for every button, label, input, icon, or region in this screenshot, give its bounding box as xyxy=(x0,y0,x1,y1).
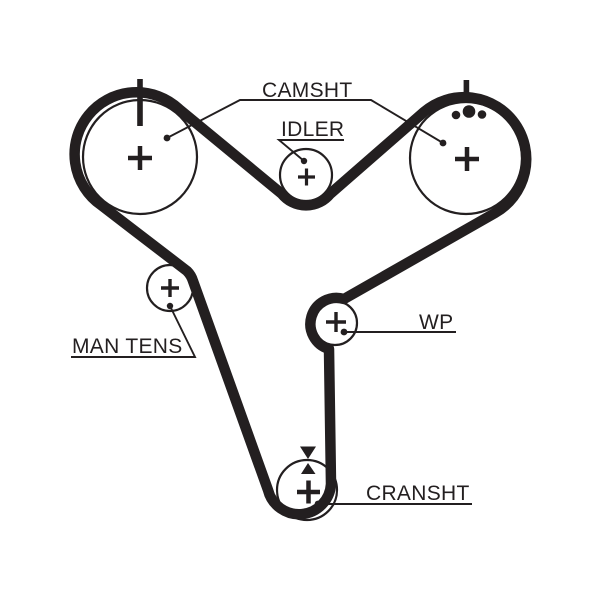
water-pump-label: WP xyxy=(419,311,453,334)
camshaft-left-leader-dot xyxy=(163,134,171,142)
center-cross-marks xyxy=(128,146,479,504)
idler-label: IDLER xyxy=(281,118,344,141)
cross-tensioner-icon xyxy=(161,279,179,297)
crankshaft-label: CRANSHT xyxy=(366,482,470,505)
leader-dots xyxy=(163,134,447,508)
cross-camshaft-left-icon xyxy=(128,146,152,170)
leader-lines xyxy=(71,99,472,505)
camshaft-right-leader-dot xyxy=(439,139,447,147)
crankshaft-alignment-arrows-icon xyxy=(300,446,316,474)
cross-idler-icon xyxy=(298,168,315,186)
three-dots-icon xyxy=(451,105,487,120)
cross-crankshaft-icon xyxy=(297,480,320,504)
crankshaft-leader-dot xyxy=(314,500,322,508)
tensioner-leader-dot xyxy=(166,302,174,310)
cross-camshaft-right-icon xyxy=(455,147,479,171)
tensioner-label: MAN TENS xyxy=(72,335,183,358)
idler-leader-dot xyxy=(300,157,308,165)
water-pump-leader-dot xyxy=(340,328,348,336)
camshaft-label: CAMSHT xyxy=(262,79,352,102)
cross-water-pump-icon xyxy=(326,312,346,332)
tensioner-leader-line xyxy=(71,305,197,358)
idler-leader-line xyxy=(276,139,344,162)
camshaft-leader-line xyxy=(166,99,444,144)
timing-belt xyxy=(69,87,532,520)
timing-tick-left-icon xyxy=(137,79,143,126)
timing-tick-right-icon xyxy=(463,80,470,95)
